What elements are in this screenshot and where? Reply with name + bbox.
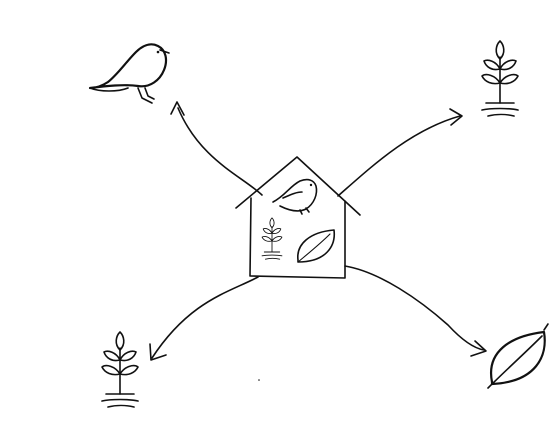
house-leaf-icon <box>297 229 335 263</box>
arrow-to-leaf <box>344 265 487 357</box>
sprout-icon <box>101 331 139 408</box>
house-bird-icon <box>272 178 318 215</box>
house-sprout-icon <box>261 217 283 260</box>
ink-speck <box>258 379 260 381</box>
sprout-icon <box>481 40 519 117</box>
house-icon <box>235 156 361 279</box>
bird-icon <box>88 43 170 104</box>
leaf-icon <box>487 323 549 389</box>
arrow-to-bird <box>170 101 263 196</box>
arrow-to-top-sprout <box>337 108 463 197</box>
arrow-to-bottom-sprout <box>149 276 259 361</box>
